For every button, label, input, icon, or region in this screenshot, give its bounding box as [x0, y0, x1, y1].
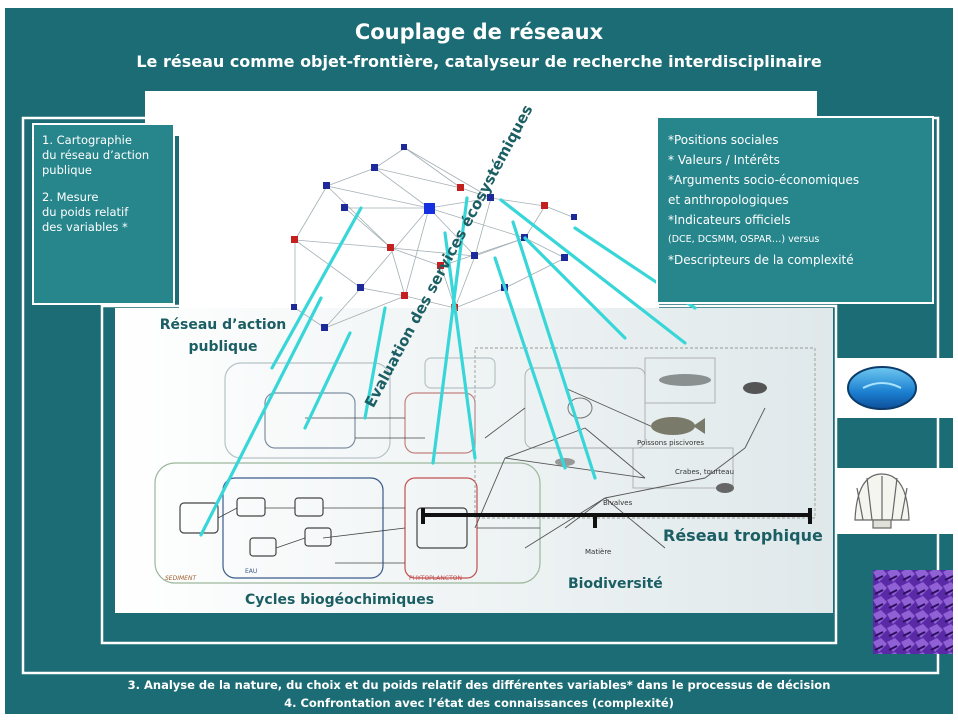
- right-line5: *Indicateurs officiels: [668, 213, 791, 227]
- network-node: [291, 236, 298, 243]
- small-fish-icon: [555, 458, 575, 466]
- left-item2-line1: 2. Mesure: [42, 190, 99, 204]
- left-item1-line1: 1. Cartographie: [42, 133, 132, 147]
- crab-icon: [716, 483, 734, 493]
- scallop-shell-icon: [854, 473, 910, 529]
- network-label-line2: publique: [188, 339, 258, 355]
- cyan-connectors: [199, 196, 697, 537]
- left-textbox: 1. Cartographie du réseau d’action publi…: [32, 123, 175, 305]
- network-node: [471, 252, 478, 259]
- white-panel: [115, 91, 833, 613]
- network-node: [541, 202, 548, 209]
- plankton-icon: [567, 397, 593, 419]
- trophic-label: Réseau trophique: [663, 526, 823, 545]
- network-node: [487, 194, 494, 201]
- cycles-label: Cycles biogéochimiques: [245, 592, 435, 608]
- network-node: [437, 262, 444, 269]
- right-line2: * Valeurs / Intérêts: [668, 153, 780, 167]
- network-node: [291, 304, 297, 310]
- network-node: [457, 184, 464, 191]
- bird-icon: [743, 382, 767, 394]
- left-item2-line2: du poids relatif: [42, 205, 129, 219]
- crabes-label: Crabes, tourteau: [675, 468, 734, 476]
- page-subtitle: Le réseau comme objet-frontière, catalys…: [136, 52, 822, 71]
- right-line7: *Descripteurs de la complexité: [668, 253, 854, 267]
- trophic-organisms: [555, 374, 767, 493]
- biogeochemical-arrows: [217, 417, 540, 564]
- network-node: [561, 254, 568, 261]
- left-item1-line2: du réseau d’action: [42, 148, 150, 162]
- left-item1-line3: publique: [42, 163, 92, 177]
- network-edges: [294, 147, 576, 329]
- microscopy-image: [873, 570, 953, 654]
- slide: Couplage de réseaux Le réseau comme obje…: [5, 8, 953, 714]
- left-item2-line3: des variables *: [42, 220, 128, 234]
- right-line4: et anthropologiques: [668, 193, 789, 207]
- right-line6: (DCE, DCSMM, OSPAR…) versus: [668, 234, 820, 245]
- right-textbox: *Positions sociales * Valeurs / Intérêts…: [656, 116, 934, 304]
- network-label: Réseau d’action publique: [153, 314, 293, 358]
- right-line3: *Arguments socio-économiques: [668, 173, 860, 187]
- network-node: [571, 214, 577, 220]
- eau-label: EAU: [245, 568, 257, 575]
- network-node: [401, 292, 408, 299]
- side-image-strip: [837, 358, 953, 654]
- phytoplancton-label: PHYTOPLANCTON: [409, 575, 462, 582]
- network-node: [321, 324, 328, 331]
- dolphin-icon: [659, 374, 711, 386]
- trophic-bracket: [421, 508, 812, 528]
- matiere-label: Matière: [585, 548, 611, 556]
- network-node: [341, 204, 348, 211]
- bivalves-label: Bivalves: [603, 499, 633, 507]
- footer-line2: 4. Confrontation avec l’état des connais…: [284, 696, 674, 710]
- fish-icon: [651, 417, 695, 435]
- network-node: [357, 284, 364, 291]
- biodiversity-label: Biodiversité: [568, 576, 663, 592]
- network-node: [387, 244, 394, 251]
- network-node: [323, 182, 330, 189]
- right-line1: *Positions sociales: [668, 133, 779, 147]
- diagram-canvas: SEDIMENT EAU PHYTOPLANCTON: [21, 91, 953, 675]
- network-node: [371, 164, 378, 171]
- poissons-label: Poissons piscivores: [637, 439, 704, 447]
- network-label-line1: Réseau d’action: [159, 317, 287, 333]
- trophic-small-labels: Bivalves Matière Crabes, tourteau Poisso…: [585, 439, 734, 556]
- sediment-label: SEDIMENT: [165, 575, 197, 582]
- footer-line1: 3. Analyse de la nature, du choix et du …: [127, 678, 831, 692]
- biogeochemical-small-labels: SEDIMENT EAU PHYTOPLANCTON: [165, 568, 462, 582]
- network-hub-node: [424, 203, 435, 214]
- page-title: Couplage de réseaux: [354, 20, 604, 44]
- network-node: [401, 144, 407, 150]
